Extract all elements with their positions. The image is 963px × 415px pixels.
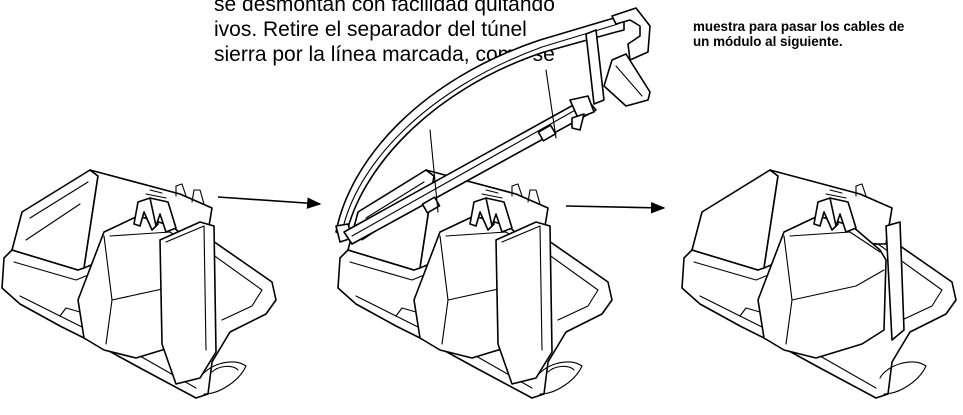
instruction-line: se desmontan con facilidad quitando — [214, 0, 555, 16]
arrow-right-icon — [565, 201, 666, 214]
caption-line: un módulo al siguiente. — [693, 34, 843, 49]
caption-line: muestra para pasar los cables de — [693, 19, 905, 34]
module-after — [681, 169, 957, 399]
hacksaw-icon — [335, 7, 651, 245]
arrow-right-icon — [217, 196, 322, 209]
instruction-line: ivos. Retire el separador del túnel — [214, 18, 527, 41]
instruction-text: se desmontan con facilidad quitando ivos… — [214, 0, 634, 67]
instruction-line: sierra por la línea marcada, como se — [214, 43, 555, 66]
module-with-saw — [337, 169, 613, 399]
figure-caption: muestra para pasar los cables de un módu… — [693, 4, 961, 49]
module-before — [1, 169, 277, 399]
